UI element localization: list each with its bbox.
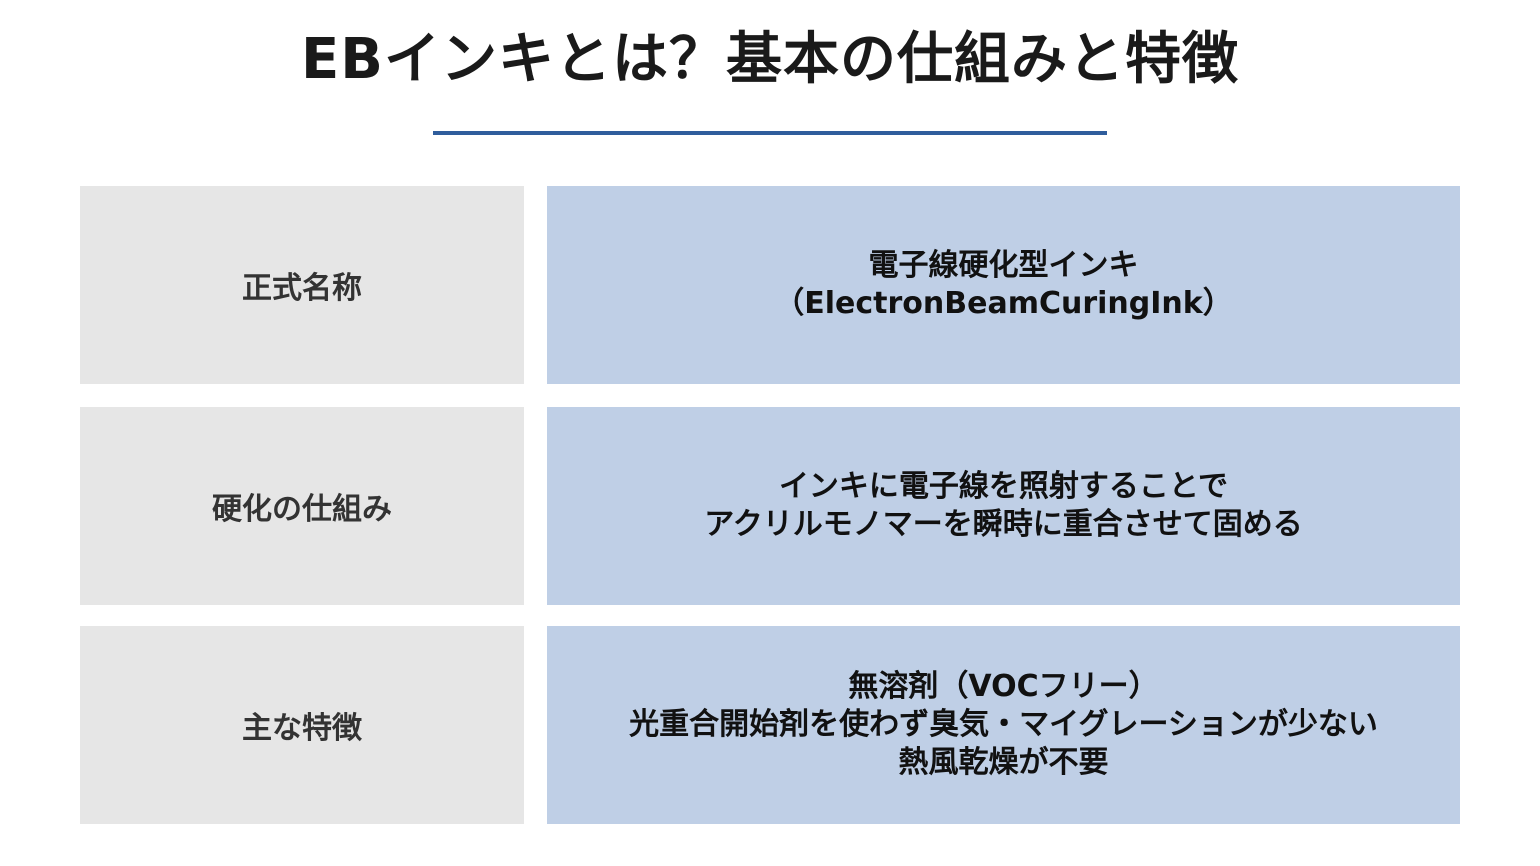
row-label-curing-mechanism: 硬化の仕組み	[80, 407, 524, 605]
row-value-curing-mechanism: インキに電子線を照射することで アクリルモノマーを瞬時に重合させて固める	[547, 407, 1460, 605]
page-title: EBインキとは？基本の仕組みと特徴	[301, 27, 1239, 92]
table-row: 主な特徴 無溶剤（VOCフリー） 光重合開始剤を使わず臭気・マイグレーションが少…	[80, 626, 1460, 824]
row-label-main-features: 主な特徴	[80, 626, 524, 824]
value-line: アクリルモノマーを瞬時に重合させて固める	[704, 507, 1303, 542]
value-line: 光重合開始剤を使わず臭気・マイグレーションが少ない	[629, 707, 1378, 742]
value-line: 無溶剤（VOCフリー）	[848, 669, 1159, 704]
row-label-official-name: 正式名称	[80, 186, 524, 384]
value-line: 電子線硬化型インキ	[868, 248, 1139, 283]
value-line: インキに電子線を照射することで	[778, 469, 1229, 504]
table-row: 硬化の仕組み インキに電子線を照射することで アクリルモノマーを瞬時に重合させて…	[80, 407, 1460, 605]
row-value-main-features: 無溶剤（VOCフリー） 光重合開始剤を使わず臭気・マイグレーションが少ない 熱風…	[547, 626, 1460, 824]
value-line: （ElectronBeamCuringInk）	[774, 286, 1233, 321]
table-row: 正式名称 電子線硬化型インキ （ElectronBeamCuringInk）	[80, 186, 1460, 384]
row-value-official-name: 電子線硬化型インキ （ElectronBeamCuringInk）	[547, 186, 1460, 384]
title-underline	[433, 131, 1107, 135]
value-line: 熱風乾燥が不要	[898, 745, 1109, 780]
